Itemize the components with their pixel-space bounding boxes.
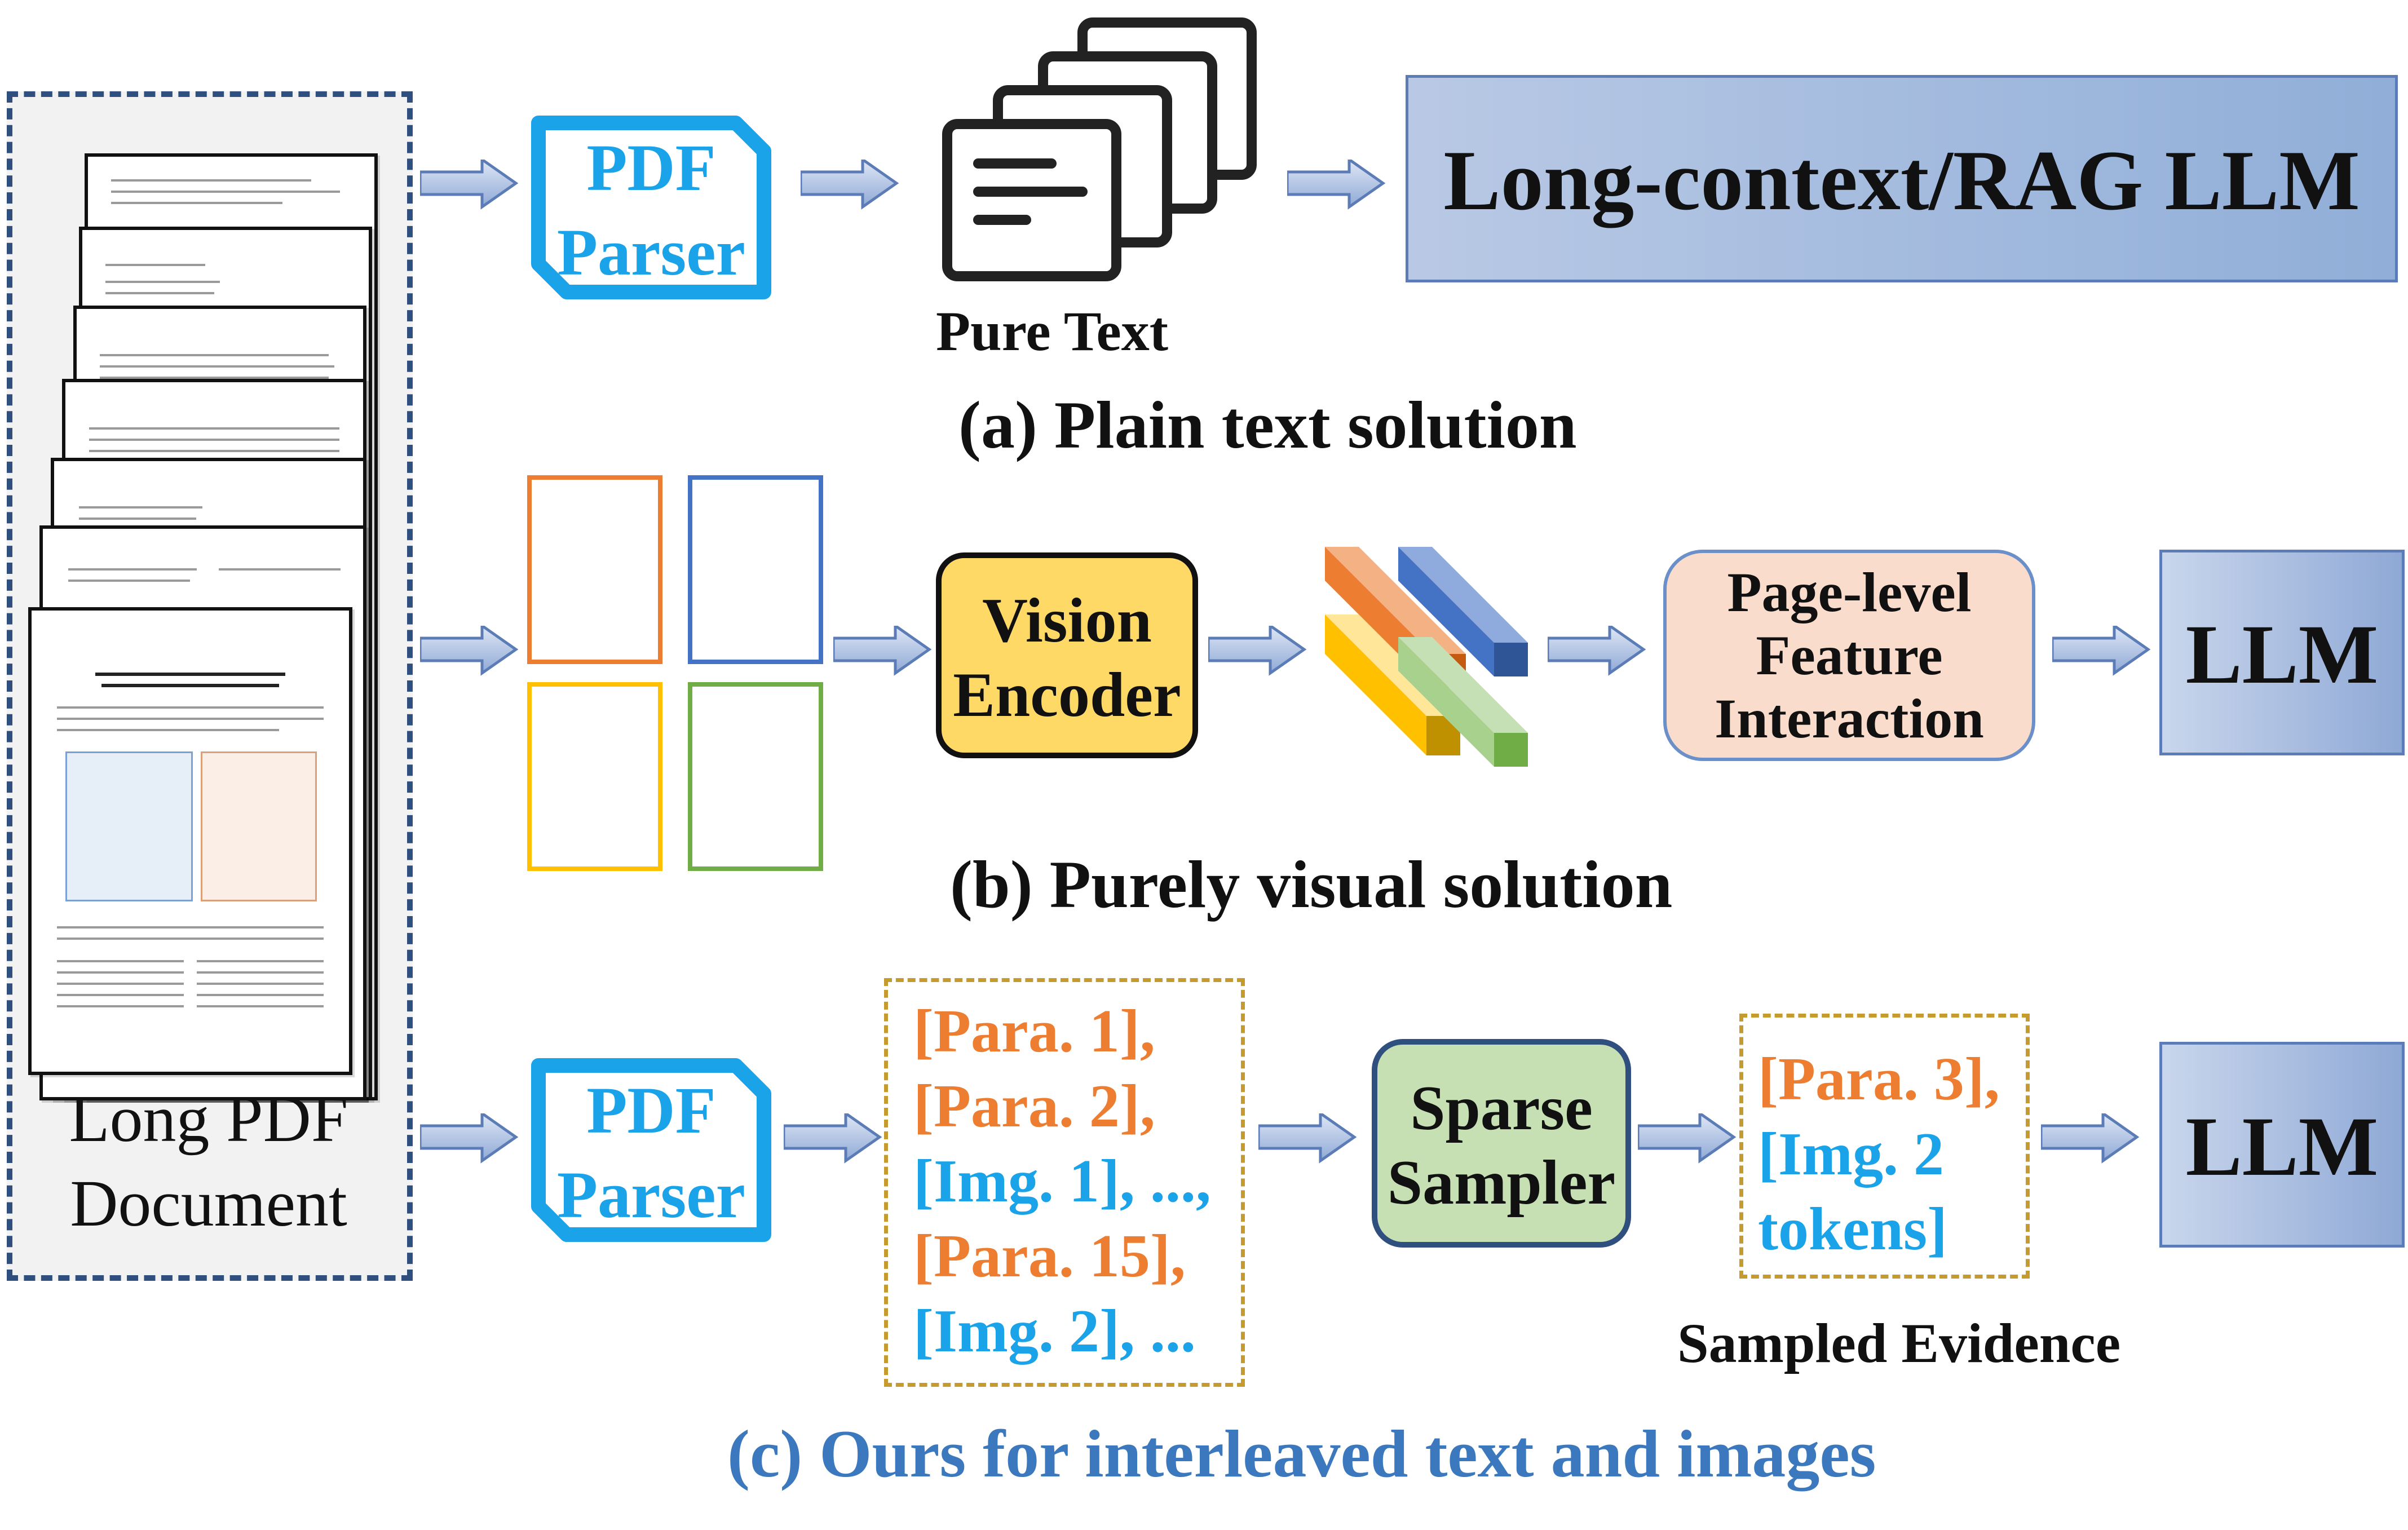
long-context-rag-llm-label: Long-context/RAG LLM — [1443, 133, 2360, 228]
parser-label-line2: Parser — [556, 215, 746, 289]
caption-ours-interleaved: (c) Ours for interleaved text and images — [727, 1416, 1876, 1491]
vision-encoder-line1: Vision — [982, 586, 1152, 656]
feature-cubes-icon — [1325, 547, 1528, 767]
arrow-right-icon — [833, 626, 932, 676]
pdf-parser-icon: PDF Parser — [522, 106, 781, 309]
vision-encoder-label: Vision Encoder — [936, 583, 1198, 732]
sparse-sampler-label: Sparse Sampler — [1372, 1071, 1631, 1220]
evidence-para-3: [Para. 3], — [1758, 1046, 2000, 1113]
token-para-2: [Para. 2], — [913, 1073, 1155, 1140]
sampler-line2: Sampler — [1387, 1148, 1616, 1218]
interaction-line1: Page-level — [1727, 561, 1972, 624]
vision-encoder-box — [936, 552, 1198, 758]
interaction-line3: Interaction — [1715, 687, 1984, 750]
page-level-feature-interaction-label: Page-level Feature Interaction — [1663, 561, 2035, 750]
parser-label-line1: PDF — [586, 131, 716, 205]
arrow-right-icon — [420, 160, 519, 210]
sampled-evidence-box — [1739, 1014, 2030, 1279]
long-pdf-document-label: Long PDF Document — [34, 1077, 383, 1246]
evidence-tokens: tokens] — [1758, 1196, 1948, 1263]
token-para-15: [Para. 15], — [913, 1223, 1186, 1290]
page-thumbnail — [688, 475, 823, 664]
arrow-right-icon — [2052, 626, 2151, 676]
arrow-right-icon — [1638, 1113, 1737, 1164]
arrow-right-icon — [1548, 626, 1646, 676]
arrow-right-icon — [420, 626, 519, 676]
arrow-right-icon — [2041, 1113, 2140, 1164]
caption-purely-visual: (b) Purely visual solution — [950, 847, 1673, 922]
doc-label-line2: Document — [70, 1166, 347, 1240]
page-thumbnail — [527, 475, 662, 664]
pdf-parser-icon: PDF Parser — [522, 1049, 781, 1252]
llm-box-ours — [2159, 1042, 2405, 1248]
token-img-2: [Img. 2], ... — [913, 1298, 1196, 1365]
page-thumbnail — [527, 682, 662, 871]
token-para-1: [Para. 1], — [913, 998, 1155, 1065]
page-level-feature-interaction-box — [1663, 550, 2035, 761]
vision-encoder-line2: Encoder — [953, 660, 1181, 730]
token-img-1: [Img. 1], ..., — [913, 1148, 1211, 1215]
arrow-right-icon — [420, 1113, 519, 1164]
parser-label-line1: PDF — [586, 1073, 716, 1147]
arrow-right-icon — [1287, 160, 1386, 210]
arrow-right-icon — [784, 1113, 882, 1164]
llm-box-visual — [2159, 550, 2405, 755]
evidence-img-2: [Img. 2 — [1758, 1121, 1944, 1188]
pdf-page-front — [28, 607, 352, 1075]
pure-text-label: Pure Text — [936, 300, 1169, 362]
doc-label-line1: Long PDF — [69, 1082, 348, 1156]
text-pages-icon — [942, 17, 1257, 281]
long-pdf-document-panel — [7, 91, 413, 1281]
arrow-right-icon — [801, 160, 899, 210]
llm-label-visual: LLM — [2185, 608, 2379, 701]
sampler-line1: Sparse — [1410, 1073, 1593, 1143]
page-thumbnail — [688, 682, 823, 871]
caption-plain-text: (a) Plain text solution — [958, 387, 1577, 462]
arrow-right-icon — [1208, 626, 1307, 676]
sparse-sampler-box — [1372, 1039, 1631, 1248]
long-context-rag-llm-box — [1406, 75, 2398, 282]
parser-label-line2: Parser — [556, 1158, 746, 1232]
llm-label-ours: LLM — [2185, 1100, 2379, 1193]
parsed-tokens-box — [884, 978, 1245, 1387]
sampled-evidence-label: Sampled Evidence — [1677, 1312, 2121, 1374]
interaction-line2: Feature — [1756, 624, 1943, 687]
arrow-right-icon — [1258, 1113, 1357, 1164]
